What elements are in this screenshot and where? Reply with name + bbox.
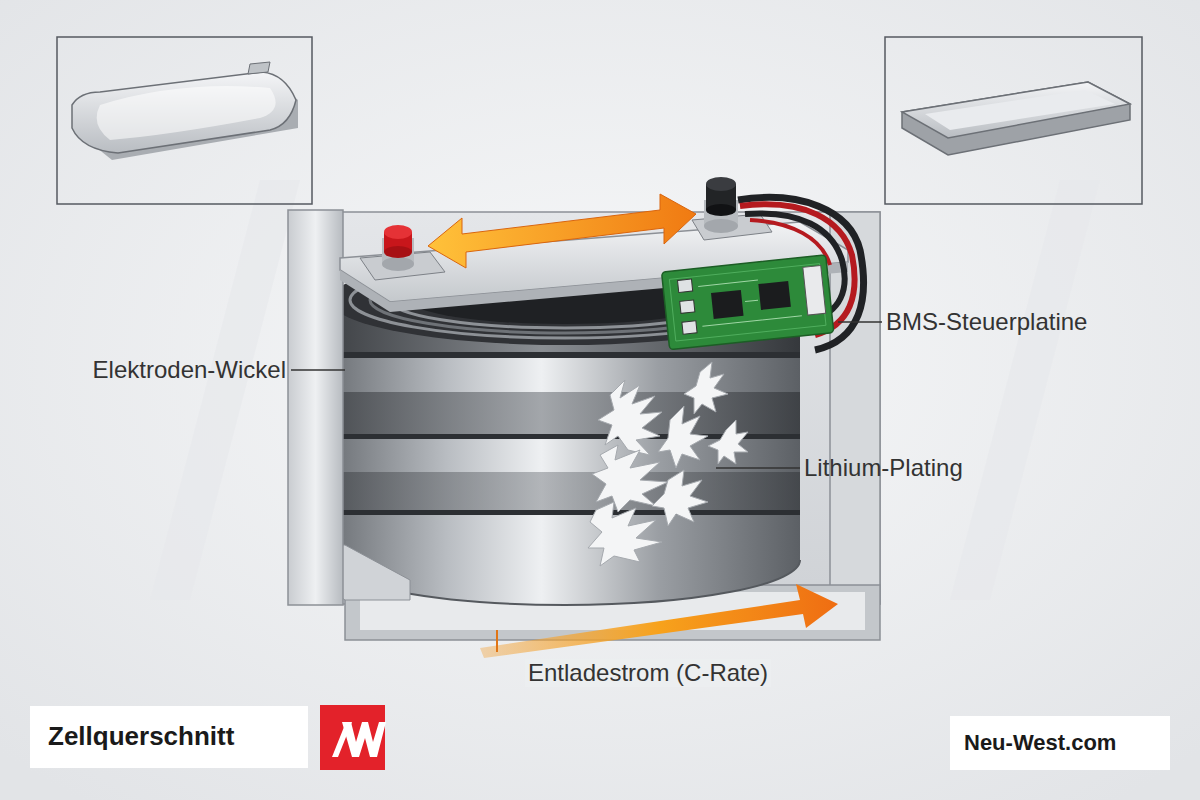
logo-mark bbox=[320, 705, 385, 770]
part-label: Elektroden-Wickel bbox=[93, 356, 286, 384]
box-text: Zellquerschnitt bbox=[48, 721, 308, 752]
leader-line bbox=[291, 369, 345, 371]
leader-line bbox=[838, 321, 882, 323]
leader-line bbox=[716, 467, 800, 469]
axis-label: Entladestrom (C-Rate) bbox=[525, 659, 771, 687]
caption-box: Zellquerschnitt bbox=[30, 706, 308, 768]
part-label: Lithium-Plating bbox=[804, 454, 963, 482]
box-text: Neu-West.com bbox=[964, 730, 1170, 756]
part-label: BMS-Steuerplatine bbox=[886, 308, 1087, 336]
source-box: Neu-West.com bbox=[950, 716, 1170, 770]
